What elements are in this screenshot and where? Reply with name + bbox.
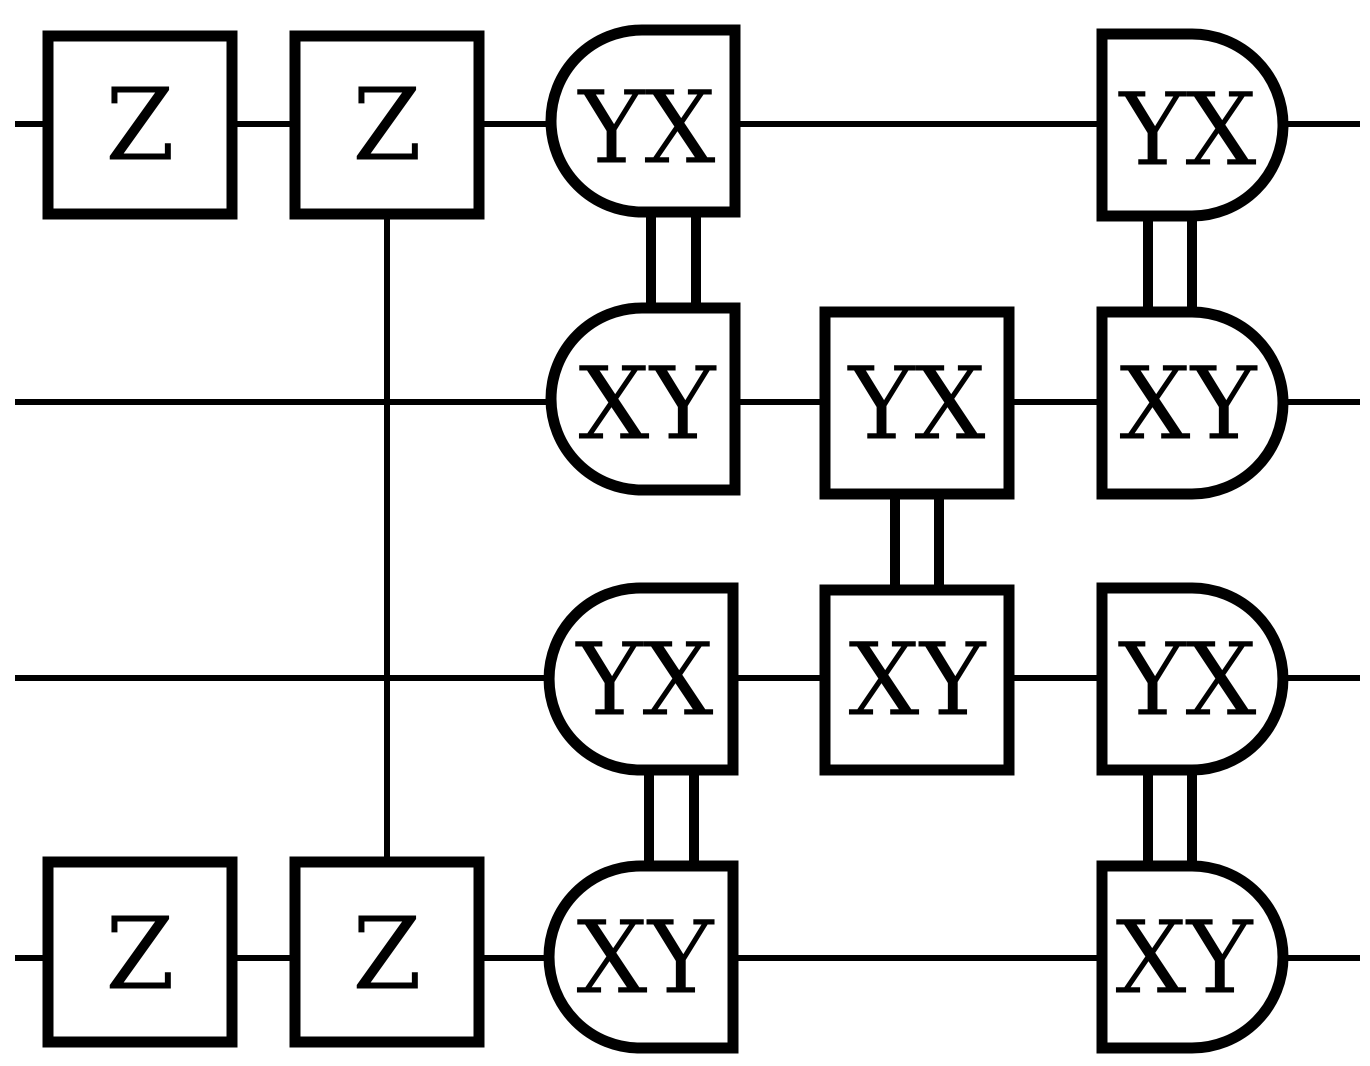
gate-label: YX — [574, 622, 713, 739]
gate-label: YX — [1117, 622, 1256, 739]
gate-label: XY — [1119, 346, 1257, 463]
gate-label: YX — [846, 346, 985, 463]
double-connectors — [644, 212, 1197, 866]
gate-col3-row2: XY — [545, 302, 741, 496]
connector-col3-upper — [646, 212, 701, 308]
connector-col5-lower — [1143, 770, 1197, 866]
gate-label: Z — [105, 67, 174, 184]
gate-col3-row1: YX — [545, 24, 741, 218]
gate-label: XY — [1115, 900, 1253, 1017]
gate-col5-row3: YX — [1096, 582, 1289, 776]
gate-label: XY — [848, 622, 986, 739]
gate-label: Z — [105, 896, 174, 1013]
gate-col5-row1: YX — [1096, 28, 1289, 222]
gate-label: Z — [352, 67, 421, 184]
gate-label: XY — [578, 346, 716, 463]
wires — [15, 121, 1360, 961]
gate-z-bottom-1: Z — [42, 856, 238, 1048]
connector-col3-lower — [644, 770, 699, 866]
gate-col5-row2: XY — [1096, 306, 1289, 500]
gate-col4-row2: YX — [819, 306, 1015, 500]
gate-col3-row4: XY — [543, 860, 739, 1054]
gate-z-bottom-2: Z — [289, 856, 485, 1048]
gate-z-top-2: Z — [289, 30, 485, 220]
gate-col4-row3: XY — [819, 584, 1015, 776]
gate-label: Z — [352, 896, 421, 1013]
connector-col4 — [890, 494, 944, 590]
gate-label: XY — [576, 900, 714, 1017]
connector-col5-upper — [1143, 216, 1197, 312]
gate-col5-row4: XY — [1096, 860, 1289, 1054]
gate-col3-row3: YX — [543, 582, 739, 776]
gate-label: YX — [1117, 72, 1256, 189]
gate-z-top-1: Z — [42, 30, 238, 220]
gate-label: YX — [576, 70, 715, 187]
